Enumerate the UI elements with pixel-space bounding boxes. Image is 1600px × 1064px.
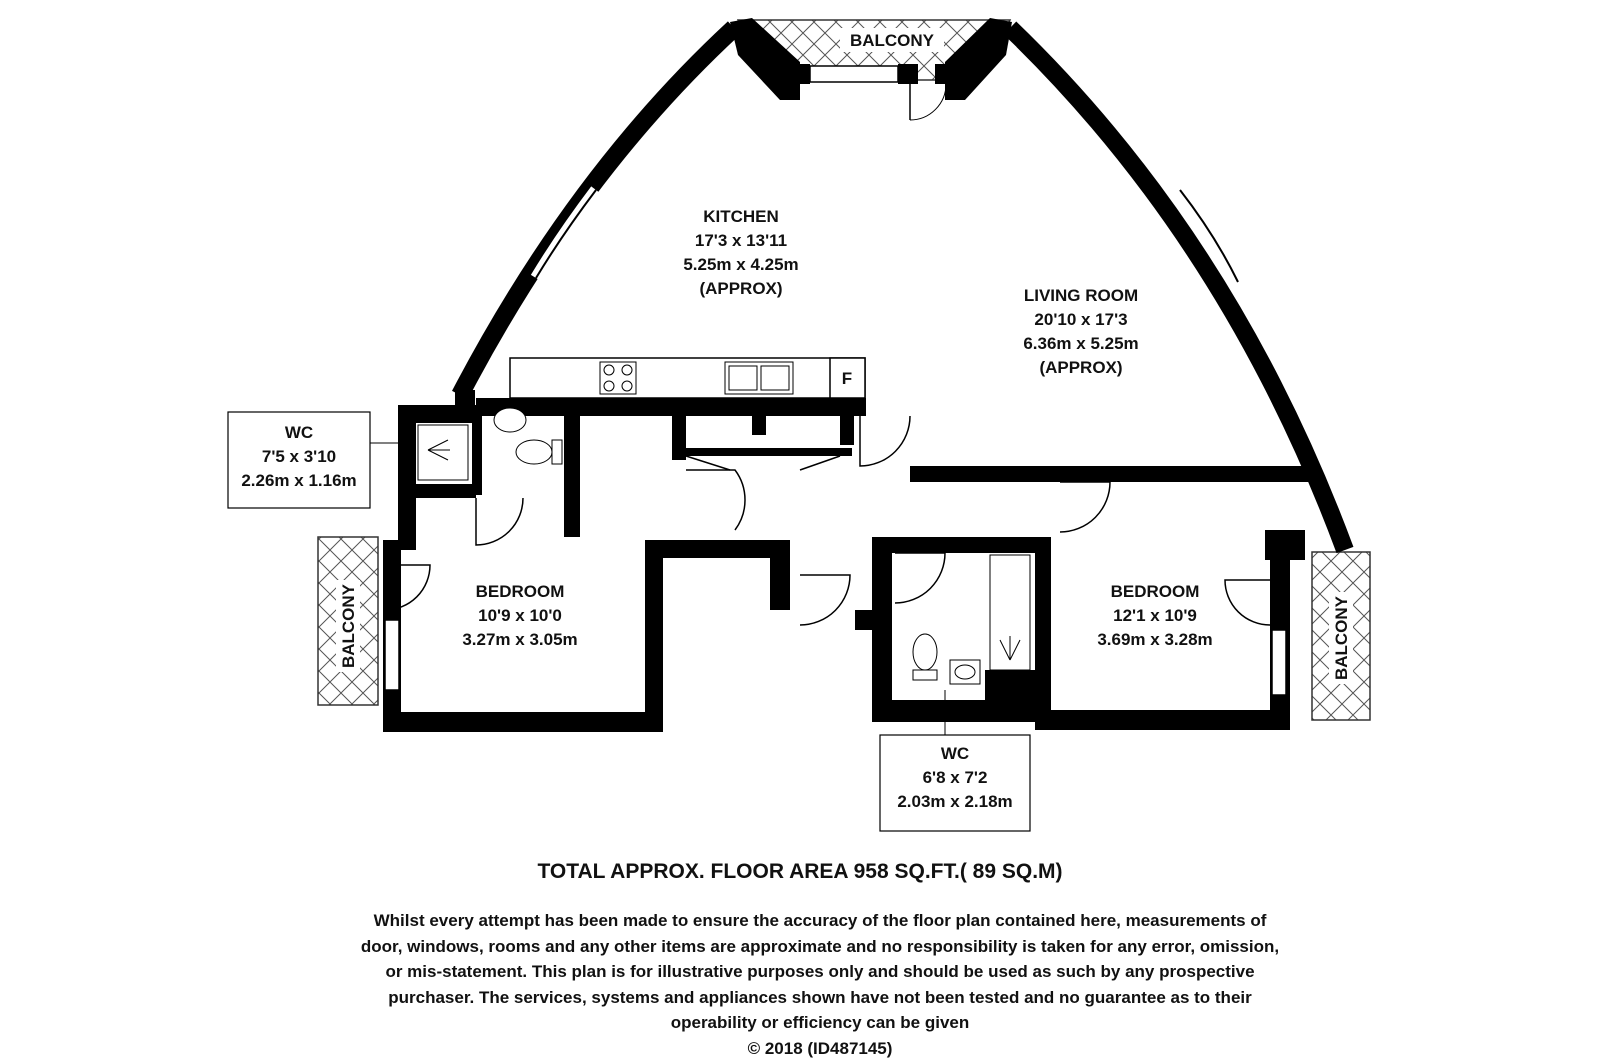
toilet-right-cistern xyxy=(912,669,938,681)
sink-bowl-2 xyxy=(760,365,790,391)
shower-head-right xyxy=(999,636,1021,661)
door-bath xyxy=(799,574,851,626)
wall-bed-left-top xyxy=(645,540,790,558)
wall-left-wc-left xyxy=(398,405,416,550)
hob-ring-4 xyxy=(621,380,633,392)
living-note: (APPROX) xyxy=(1039,358,1122,377)
wall-wc-bottom xyxy=(398,484,476,498)
wall-corridor-mid xyxy=(770,540,790,610)
balcony-top-label-bg xyxy=(840,28,944,52)
bedroom-left-metric: 3.27m x 3.05m xyxy=(462,630,577,649)
bedroom-right-name: BEDROOM xyxy=(1111,582,1200,601)
fridge-label: F xyxy=(842,369,852,388)
basin-left xyxy=(493,407,527,433)
door-top-swing xyxy=(909,83,947,121)
outer-wall-left-curve xyxy=(452,21,741,400)
wc-bottom-name: WC xyxy=(941,744,969,763)
wall-bath-right xyxy=(564,405,580,537)
wall-top-b xyxy=(898,64,918,84)
wall-cupboard-bottom xyxy=(672,448,852,456)
bedroom-left-name: BEDROOM xyxy=(476,582,565,601)
wall-bed-right-pier xyxy=(1265,530,1305,560)
hob xyxy=(599,361,637,395)
shower-left xyxy=(417,424,469,481)
door-wc-bottom xyxy=(894,552,946,604)
wall-bath-left xyxy=(872,537,892,722)
balcony-right-label-bg xyxy=(1329,592,1353,684)
wall-bed-right-bottom xyxy=(1035,710,1285,730)
balcony-left-label: BALCONY xyxy=(339,583,358,668)
wc-bottom-metric: 2.03m x 2.18m xyxy=(897,792,1012,811)
window-top xyxy=(809,65,899,83)
wc-left-box xyxy=(227,411,371,509)
door-wc-left xyxy=(475,497,524,546)
wall-left-wc-top xyxy=(398,405,476,423)
toilet-right xyxy=(912,633,938,671)
disclaimer-text: Whilst every attempt has been made to en… xyxy=(360,911,1280,1032)
door-bed-left-balcony xyxy=(384,564,431,611)
door-bed-right-balcony xyxy=(1224,579,1271,626)
toilet-left-cistern xyxy=(551,439,563,465)
wall-bed-left-right xyxy=(645,540,663,732)
balcony-top-label: BALCONY xyxy=(850,31,935,50)
label-kitchen: KITCHEN 17'3 x 13'11 5.25m x 4.25m (APPR… xyxy=(683,207,798,298)
hob-ring-2 xyxy=(621,364,633,376)
door-corridor-bed xyxy=(686,469,746,531)
wall-living-bottom xyxy=(910,466,1320,482)
sink-bowl-1 xyxy=(728,365,758,391)
hob-ring-1 xyxy=(603,364,615,376)
wall-cupboard-3 xyxy=(840,405,854,445)
door-bed-right xyxy=(1059,481,1111,533)
disclaimer: Whilst every attempt has been made to en… xyxy=(360,908,1280,1061)
wc-left-name: WC xyxy=(285,423,313,442)
fridge xyxy=(829,357,866,399)
copyright: © 2018 (ID487145) xyxy=(747,1038,893,1058)
label-bedroom-right: BEDROOM 12'1 x 10'9 3.69m x 3.28m xyxy=(1097,582,1212,649)
wall-wc-divider xyxy=(472,405,482,495)
kitchen-counter xyxy=(509,357,866,399)
label-living-room: LIVING ROOM 20'10 x 17'3 6.36m x 5.25m (… xyxy=(1023,286,1138,377)
kitchen-name: KITCHEN xyxy=(703,207,779,226)
window-living-line xyxy=(1179,189,1239,283)
wc-bottom-imperial: 6'8 x 7'2 xyxy=(923,768,988,787)
bedroom-left-imperial: 10'9 x 10'0 xyxy=(478,606,562,625)
door-living xyxy=(859,415,911,467)
wall-cupboard-2 xyxy=(752,405,766,435)
wall-corner-stub xyxy=(855,610,875,630)
balcony-right-label: BALCONY xyxy=(1332,595,1351,680)
balcony-left-label-bg xyxy=(336,580,360,672)
toilet-left xyxy=(515,439,553,465)
shower-head-left xyxy=(427,439,450,461)
total-floor-area: TOTAL APPROX. FLOOR AREA 958 SQ.FT.( 89 … xyxy=(537,860,1063,883)
wall-top-c xyxy=(935,64,965,84)
basin-right-bowl xyxy=(954,664,976,680)
living-metric: 6.36m x 5.25m xyxy=(1023,334,1138,353)
window-bed-left xyxy=(384,619,400,691)
bedroom-right-metric: 3.69m x 3.28m xyxy=(1097,630,1212,649)
door-cupboard-2 xyxy=(799,455,841,471)
wall-cupboard-1 xyxy=(672,405,686,460)
outer-wall-right-curve xyxy=(1003,21,1354,554)
kitchen-metric: 5.25m x 4.25m xyxy=(683,255,798,274)
living-name: LIVING ROOM xyxy=(1024,286,1138,305)
wc-left-imperial: 7'5 x 3'10 xyxy=(262,447,336,466)
bedroom-right-imperial: 12'1 x 10'9 xyxy=(1113,606,1197,625)
wall-bath-right xyxy=(1035,537,1051,727)
hob-ring-3 xyxy=(603,380,615,392)
wall-bath-fill xyxy=(985,670,1035,720)
door-cupboard-1 xyxy=(685,455,731,471)
wall-bath-top xyxy=(890,537,1050,553)
wall-bed-left-bottom xyxy=(383,712,653,732)
wall-corridor-top xyxy=(476,398,866,416)
label-bedroom-left: BEDROOM 10'9 x 10'0 3.27m x 3.05m xyxy=(462,582,577,649)
kitchen-note: (APPROX) xyxy=(699,279,782,298)
kitchen-imperial: 17'3 x 13'11 xyxy=(695,231,787,250)
living-imperial: 20'10 x 17'3 xyxy=(1034,310,1127,329)
wc-bottom-box xyxy=(879,734,1031,832)
window-bed-right xyxy=(1271,629,1287,696)
window-kitchen-line xyxy=(535,189,597,279)
wall-top-a xyxy=(780,64,810,84)
wc-left-metric: 2.26m x 1.16m xyxy=(241,471,356,490)
